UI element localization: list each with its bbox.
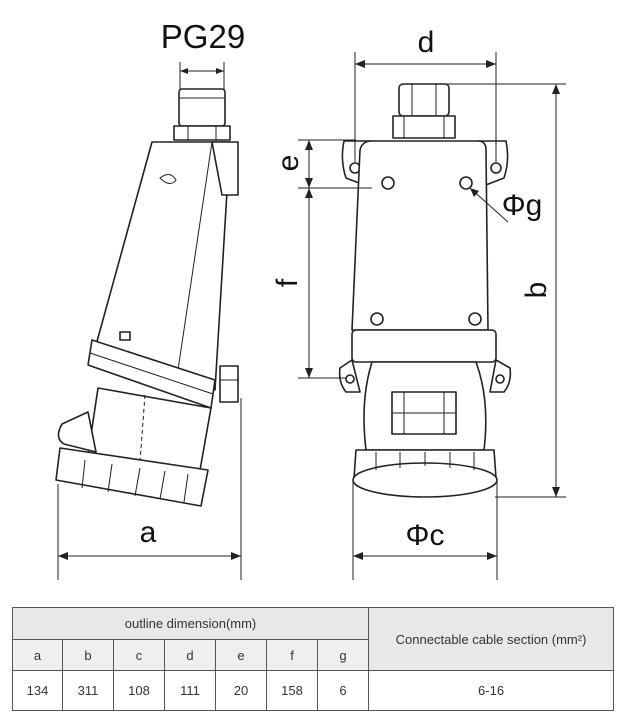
label-c: Φc [406, 519, 445, 552]
outline-dimension-table: outline dimension(mm) Connectable cable … [11, 607, 615, 711]
col-header-c: c [113, 639, 165, 671]
cable-section-header: Connectable cable section (mm²) [368, 607, 615, 671]
value-f: 158 [266, 670, 318, 711]
technical-drawing: PG29 a d Φc Φg e f b [55, 18, 566, 580]
label-b: b [520, 282, 553, 299]
value-g: 6 [316, 670, 370, 711]
col-header-d: d [164, 639, 216, 671]
col-header-e: e [215, 639, 267, 671]
value-cable-section: 6-16 [368, 670, 615, 711]
col-header-b: b [62, 639, 114, 671]
side-view [55, 88, 239, 507]
label-a: a [140, 516, 157, 549]
label-pg29: PG29 [161, 18, 245, 55]
label-e: e [272, 155, 305, 172]
label-d: d [418, 26, 435, 59]
front-view [338, 83, 512, 498]
value-c: 108 [113, 670, 165, 711]
col-header-g: g [316, 639, 370, 671]
value-d: 111 [164, 670, 216, 711]
col-header-f: f [266, 639, 318, 671]
dimension-lines [57, 52, 566, 580]
value-e: 20 [215, 670, 267, 711]
label-g: Φg [502, 189, 543, 222]
col-header-a: a [12, 639, 63, 671]
value-a: 134 [12, 670, 63, 711]
label-f: f [271, 278, 304, 287]
outline-dimension-header: outline dimension(mm) [11, 607, 370, 640]
value-b: 311 [62, 670, 114, 711]
